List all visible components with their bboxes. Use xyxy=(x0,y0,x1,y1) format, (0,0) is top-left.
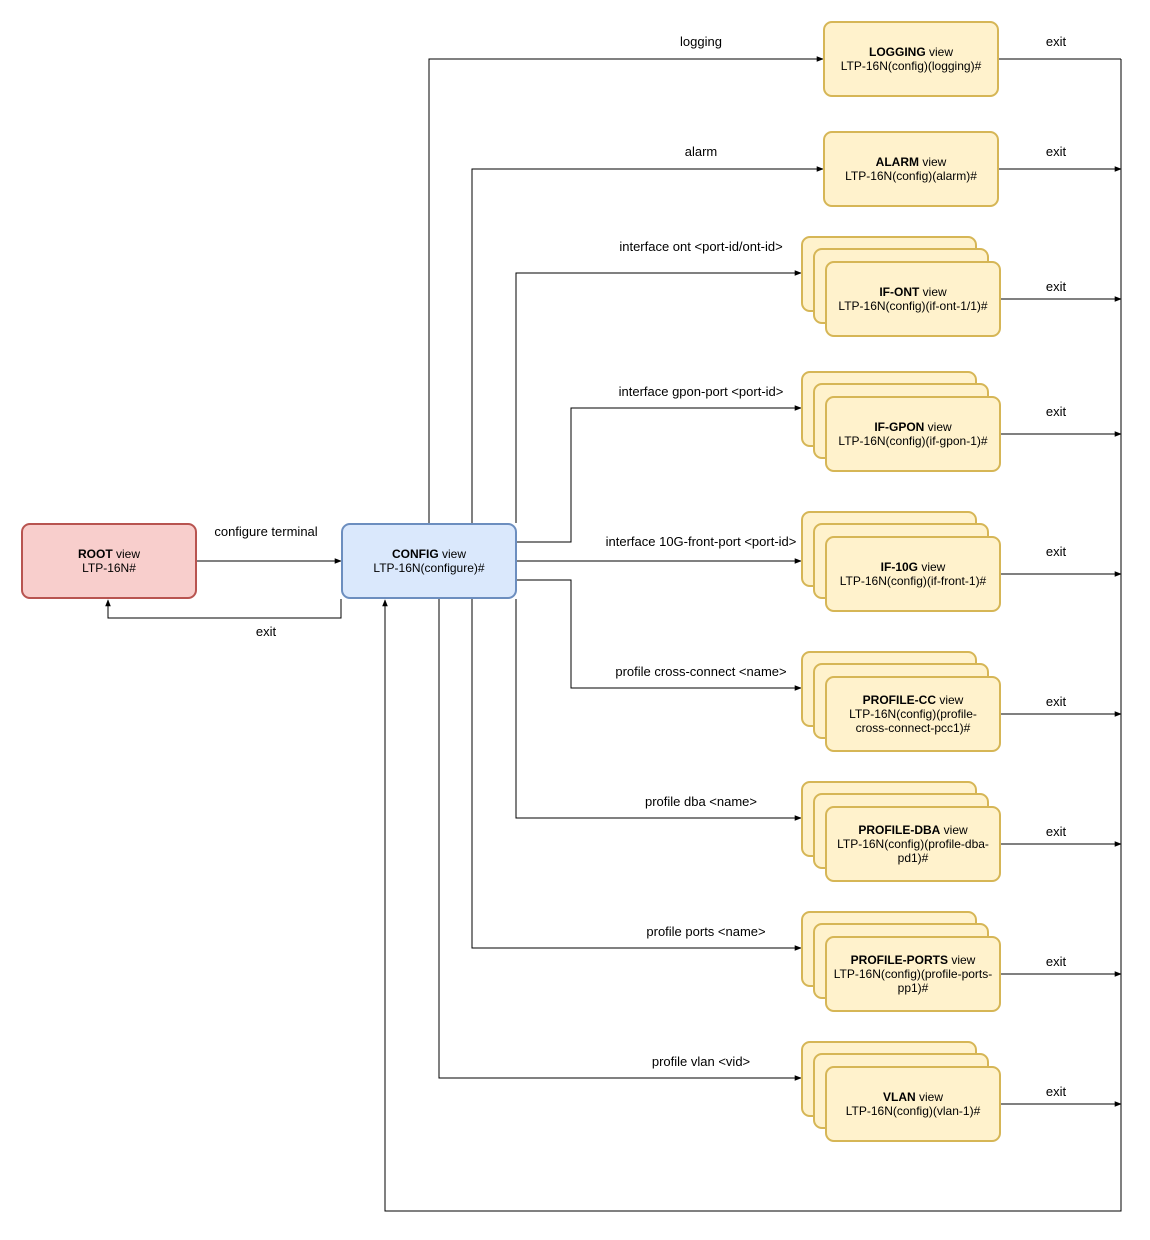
edge-profile-ports xyxy=(471,599,802,951)
profile-cc-view-name: PROFILE-CC xyxy=(862,693,936,707)
profile-ports-view-prompt: LTP-16N(config)(profile-ports-pp1)# xyxy=(833,967,993,995)
if-ont-view-suffix: view xyxy=(919,285,947,299)
edge-logging xyxy=(428,56,824,523)
edge-label-exit-to-root: exit xyxy=(255,624,277,639)
profile-dba-view-suffix: view xyxy=(940,823,968,837)
root-view-suffix: view xyxy=(112,547,140,561)
edge-profile-cc xyxy=(517,579,802,691)
logging-view-node: LOGGING view LTP-16N(config)(logging)# xyxy=(823,21,999,97)
profile-dba-view-prompt: LTP-16N(config)(profile-dba-pd1)# xyxy=(837,837,989,865)
profile-ports-view-name: PROFILE-PORTS xyxy=(850,953,948,967)
edge-label-configure-terminal: configure terminal xyxy=(214,524,318,539)
if-gpon-view-name: IF-GPON xyxy=(874,420,925,434)
if-gpon-view-prompt: LTP-16N(config)(if-gpon-1)# xyxy=(838,434,988,448)
if-ont-view-prompt: LTP-16N(config)(if-ont-1/1)# xyxy=(838,299,988,313)
profile-cc-view-node: PROFILE-CC view LTP-16N(config)(profile-… xyxy=(825,676,1001,752)
exit-label-if-ont: exit xyxy=(1045,279,1067,294)
if-10g-view-node: IF-10G view LTP-16N(config)(if-front-1)# xyxy=(825,536,1001,612)
exit-label-vlan: exit xyxy=(1045,1084,1067,1099)
if-ont-view-name: IF-ONT xyxy=(879,285,920,299)
if-ont-view-node: IF-ONT view LTP-16N(config)(if-ont-1/1)# xyxy=(825,261,1001,337)
edge-exit-bus xyxy=(382,59,1122,1212)
exit-label-profile-ports: exit xyxy=(1045,954,1067,969)
vlan-view-suffix: view xyxy=(915,1090,943,1104)
profile-dba-view-name: PROFILE-DBA xyxy=(858,823,941,837)
logging-view-prompt: LTP-16N(config)(logging)# xyxy=(840,59,982,73)
logging-view-suffix: view xyxy=(925,45,953,59)
exit-label-profile-cc: exit xyxy=(1045,694,1067,709)
if-10g-view-suffix: view xyxy=(918,560,946,574)
if-gpon-view-suffix: view xyxy=(924,420,952,434)
vlan-view-prompt: LTP-16N(config)(vlan-1)# xyxy=(845,1104,981,1118)
edge-if-gpon xyxy=(517,405,802,543)
alarm-view-prompt: LTP-16N(config)(alarm)# xyxy=(845,169,977,183)
alarm-view-node: ALARM view LTP-16N(config)(alarm)# xyxy=(823,131,999,207)
profile-ports-view-node: PROFILE-PORTS view LTP-16N(config)(profi… xyxy=(825,936,1001,1012)
edge-label-if-10g: interface 10G-front-port <port-id> xyxy=(605,534,797,549)
config-view-suffix: view xyxy=(438,547,466,561)
edge-label-vlan: profile vlan <vid> xyxy=(651,1054,751,1069)
config-view-name: CONFIG xyxy=(391,547,439,561)
exit-label-profile-dba: exit xyxy=(1045,824,1067,839)
edge-label-alarm: alarm xyxy=(684,144,718,159)
vlan-view-name: VLAN xyxy=(882,1090,916,1104)
edge-label-profile-ports: profile ports <name> xyxy=(646,924,766,939)
root-view-prompt: LTP-16N# xyxy=(82,561,136,575)
vlan-view-node: VLAN view LTP-16N(config)(vlan-1)# xyxy=(825,1066,1001,1142)
edge-vlan xyxy=(438,599,802,1081)
exit-label-if-gpon: exit xyxy=(1045,404,1067,419)
if-10g-view-name: IF-10G xyxy=(880,560,918,574)
edge-label-if-gpon: interface gpon-port <port-id> xyxy=(618,384,784,399)
exit-label-alarm: exit xyxy=(1045,144,1067,159)
profile-cc-view-suffix: view xyxy=(936,693,964,707)
alarm-view-name: ALARM xyxy=(875,155,919,169)
logging-view-name: LOGGING xyxy=(868,45,926,59)
edge-if-ont xyxy=(515,270,802,523)
edge-label-profile-cc: profile cross-connect <name> xyxy=(615,664,787,679)
edge-label-logging: logging xyxy=(680,34,722,49)
config-view-prompt: LTP-16N(configure)# xyxy=(373,561,485,575)
profile-cc-view-prompt: LTP-16N(config)(profile-cross-connect-pc… xyxy=(849,707,977,735)
if-gpon-view-node: IF-GPON view LTP-16N(config)(if-gpon-1)# xyxy=(825,396,1001,472)
edge-alarm xyxy=(471,166,824,523)
config-view-node: CONFIG view LTP-16N(configure)# xyxy=(341,523,517,599)
edge-label-profile-dba: profile dba <name> xyxy=(644,794,758,809)
profile-dba-view-node: PROFILE-DBA view LTP-16N(config)(profile… xyxy=(825,806,1001,882)
edge-profile-dba xyxy=(515,599,802,821)
root-view-name: ROOT xyxy=(77,547,113,561)
edge-exit-to-root xyxy=(105,599,342,619)
profile-ports-view-suffix: view xyxy=(948,953,976,967)
exit-label-if-10g: exit xyxy=(1045,544,1067,559)
exit-label-logging: exit xyxy=(1045,34,1067,49)
edge-label-if-ont: interface ont <port-id/ont-id> xyxy=(619,239,783,254)
root-view-node: ROOT view LTP-16N# xyxy=(21,523,197,599)
if-10g-view-prompt: LTP-16N(config)(if-front-1)# xyxy=(839,574,987,588)
alarm-view-suffix: view xyxy=(918,155,947,169)
